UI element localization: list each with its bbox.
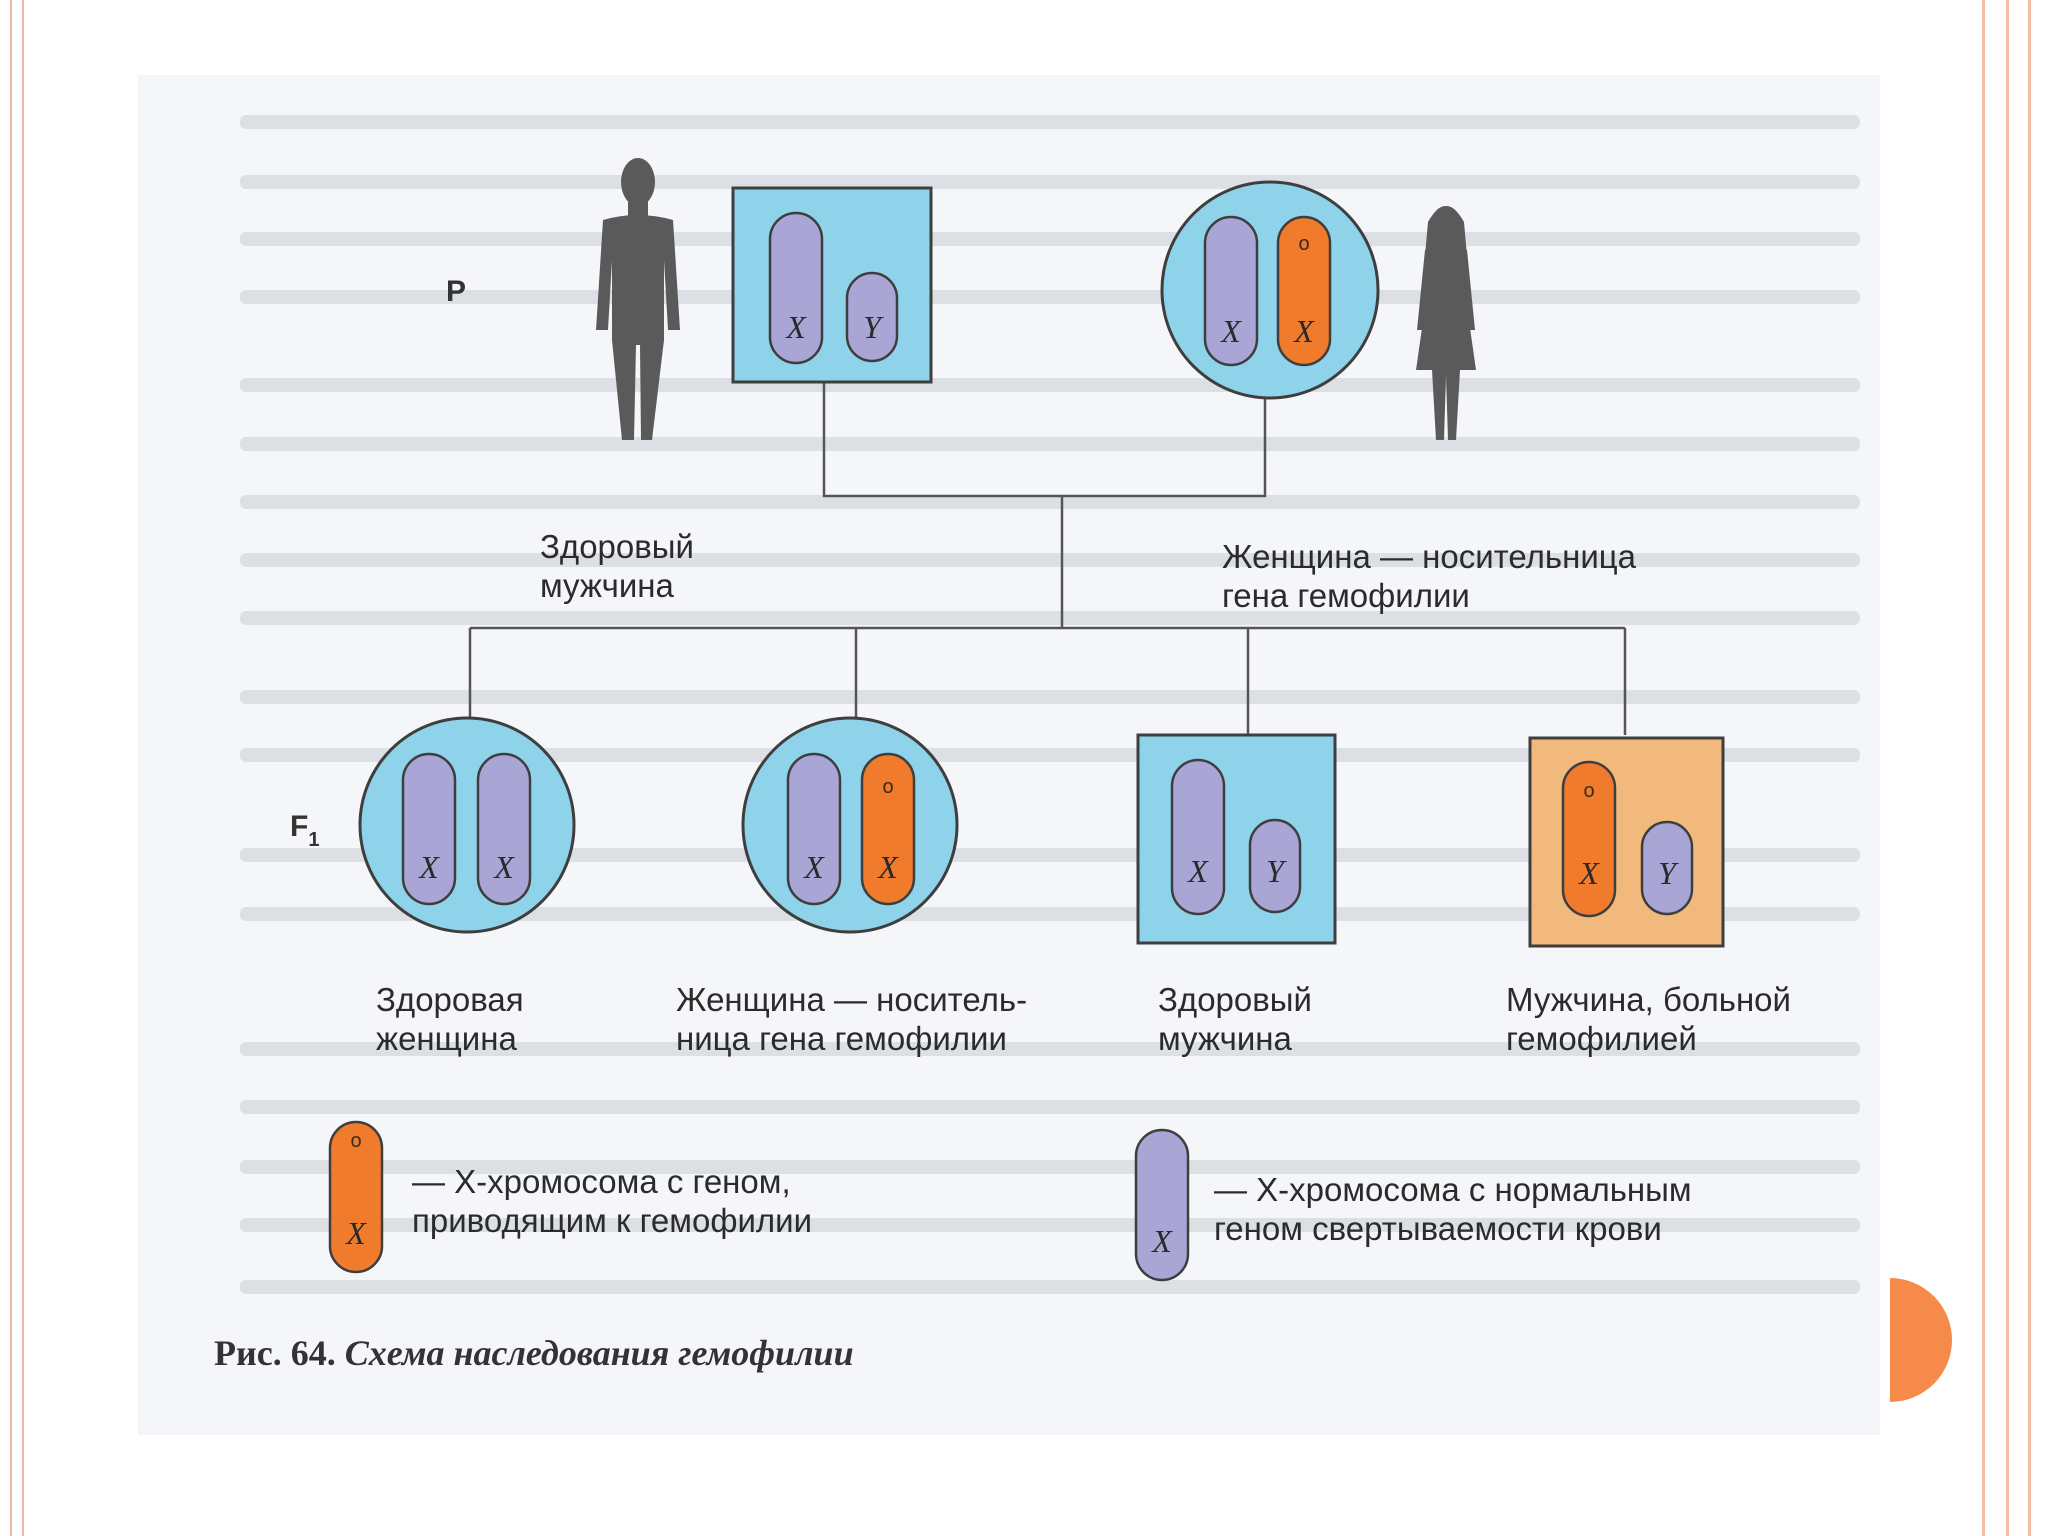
chromosome-letter: X: [1292, 313, 1315, 349]
chromosome-letter: Y: [863, 309, 884, 345]
chromosome-letter: X: [784, 309, 807, 345]
chromosome-letter: X: [1577, 855, 1600, 891]
father-cell: [731, 186, 933, 384]
legend-hemophilia-chromosome: [328, 1120, 384, 1274]
x-chromosome-hemophilia: [1276, 215, 1332, 367]
offspring-label-carrier-daughter: Женщина — носитель- ница гена гемофилии: [676, 981, 1028, 1057]
mother-label: Женщина — носительница гена гемофилии: [1222, 538, 1637, 614]
figure-caption: Рис. 64. Схема наследования гемофилии: [214, 1332, 854, 1374]
offspring-label-healthy-daughter: Здоровая женщина: [376, 981, 524, 1057]
gene-marker: o: [882, 776, 893, 798]
legend-hemophilia-text: — X-хромосома с геном, приводящим к гемо…: [412, 1163, 813, 1239]
gene-marker: o: [350, 1130, 361, 1152]
slide-right-border: [1970, 0, 2048, 1536]
chromosome-letter: Y: [1658, 855, 1679, 891]
x-chromosome-normal: [401, 752, 457, 906]
legend-normal-chromosome: [1134, 1128, 1190, 1282]
chromosome-letter: X: [876, 849, 899, 885]
y-chromosome: [1640, 820, 1694, 916]
x-chromosome-normal: [1203, 215, 1259, 367]
chromosome-letter: X: [1219, 313, 1242, 349]
x-chromosome-hemophilia: [860, 752, 916, 906]
x-chromosome-normal: [1170, 758, 1226, 916]
mother-cell: [1160, 180, 1380, 400]
daughter-healthy-cell: [358, 716, 576, 934]
pedigree-lines: [468, 382, 1627, 735]
chromosome-letter: X: [417, 849, 440, 885]
x-chromosome-normal: [476, 752, 532, 906]
x-chromosome-hemophilia: [1561, 760, 1617, 918]
chromosome-letter: X: [492, 849, 515, 885]
son-healthy-cell: [1136, 733, 1337, 945]
y-chromosome: [1248, 818, 1302, 914]
generation-f1-letter: F: [290, 810, 309, 843]
gene-marker: o: [1298, 233, 1309, 255]
figure-caption-number: Рис. 64.: [214, 1333, 336, 1373]
female-silhouette-icon: [1416, 206, 1476, 440]
generation-f1-label: F1: [290, 810, 319, 851]
y-chromosome: [845, 271, 899, 363]
legend-normal-text: — X-хромосома с нормальным геном свертыв…: [1214, 1171, 1692, 1247]
generation-p-label: P: [446, 275, 467, 308]
x-chromosome-normal: [768, 211, 824, 365]
x-chromosome-normal: [786, 752, 842, 906]
daughter-carrier-cell: [741, 716, 959, 934]
slide-left-border: [10, 0, 24, 1536]
father-label: Здоровый мужчина: [540, 528, 694, 604]
gene-marker: o: [1583, 780, 1594, 802]
chromosome-letter: X: [344, 1215, 367, 1251]
son-sick-cell: [1528, 736, 1725, 948]
chromosome-letter: Y: [1266, 853, 1287, 889]
offspring-label-healthy-son: Здоровый мужчина: [1158, 981, 1312, 1057]
generation-f1-subscript: 1: [308, 829, 320, 851]
male-silhouette-icon: [596, 158, 680, 440]
chromosome-letter: X: [1150, 1223, 1173, 1259]
offspring-label-sick-son: Мужчина, больной гемофилией: [1506, 981, 1791, 1057]
chromosome-letter: X: [802, 849, 825, 885]
chromosome-letter: X: [1186, 853, 1209, 889]
figure-caption-title: Схема наследования гемофилии: [344, 1333, 854, 1373]
